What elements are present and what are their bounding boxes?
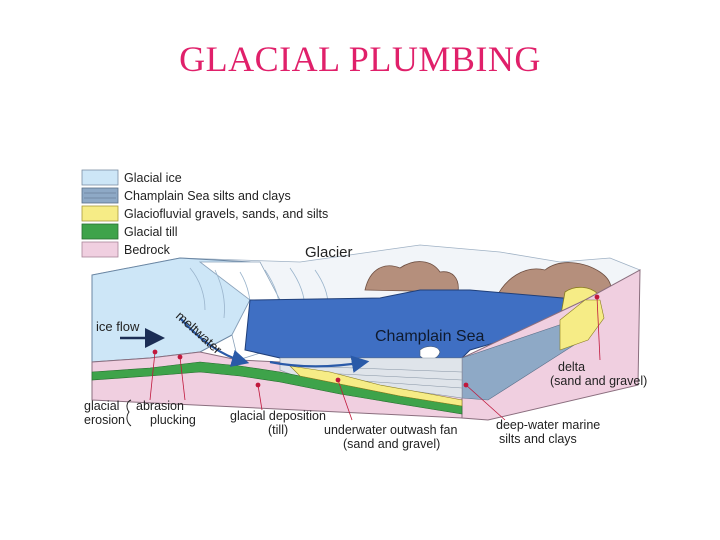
subglacial-arrow (269, 355, 370, 373)
mountain-left (364, 261, 459, 293)
legend: Glacial ice Champlain Sea silts and clay… (81, 169, 328, 258)
label-outwash-fan: underwater outwash fan (324, 423, 457, 437)
legend-label-glaciofluvial: Glaciofluvial gravels, sands, and silts (124, 207, 328, 221)
label-glacial: glacial (84, 399, 119, 413)
legend-swatch-bedrock (81, 241, 119, 258)
meltwater-arrow (179, 317, 250, 367)
outwash-fan (289, 365, 463, 407)
brace (126, 399, 132, 427)
legend-swatch-glaciofluvial (81, 205, 119, 222)
block-diagram (91, 244, 641, 421)
label-erosion: erosion (84, 413, 125, 427)
label-champlain-sea: Champlain Sea (375, 328, 485, 345)
legend-swatch-champlain-sea (81, 187, 119, 204)
callout-dots (152, 294, 600, 388)
label-outwash-fan-material: (sand and gravel) (343, 437, 440, 451)
callouts (149, 296, 601, 421)
label-plucking: plucking (150, 413, 196, 427)
label-delta-material: (sand and gravel) (550, 374, 647, 388)
legend-swatch-glacial-ice (81, 169, 119, 186)
label-deep-water-material: silts and clays (499, 432, 577, 446)
label-deep-water: deep-water marine (496, 418, 600, 432)
legend-label-glacial-ice: Glacial ice (124, 171, 182, 185)
label-glacier: Glacier (305, 244, 353, 261)
label-glacial-deposition: glacial deposition (230, 409, 326, 423)
legend-label-champlain-sea: Champlain Sea silts and clays (124, 189, 291, 203)
legend-swatch-glacial-till (81, 223, 119, 240)
slide-title: GLACIAL PLUMBING (179, 39, 541, 79)
label-delta: delta (558, 360, 585, 374)
legend-label-glacial-till: Glacial till (124, 225, 178, 239)
right-face-gravel (559, 299, 605, 351)
label-ice-flow: ice flow (96, 319, 140, 334)
till-layer (91, 361, 463, 415)
legend-label-bedrock: Bedrock (124, 243, 171, 257)
label-abrasion: abrasion (136, 399, 184, 413)
label-glacial-deposition-till: (till) (268, 423, 288, 437)
